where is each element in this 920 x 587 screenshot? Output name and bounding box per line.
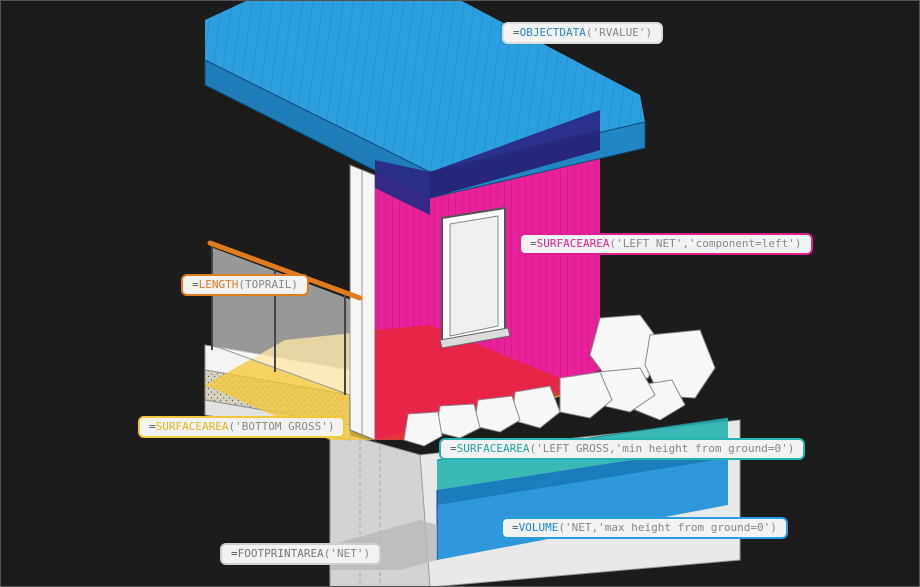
function-name: VOLUME [518,521,559,534]
function-args: ('LEFT GROSS,'min height from ground=0') [529,442,795,455]
callout-surfacearea-bottom-gross: =SURFACEAREA('BOTTOM GROSS') [138,416,346,438]
function-name: SURFACEAREA [536,237,610,250]
callout-surfacearea-left-net: =SURFACEAREA('LEFT NET','component=left'… [519,233,813,255]
function-args: ('NET') [323,547,371,560]
function-args: ('BOTTOM GROSS') [228,420,335,433]
function-name: LENGTH [198,278,239,291]
callout-volume-net: =VOLUME('NET,'max height from ground=0') [501,517,788,539]
function-name: FOOTPRINTAREA [237,547,324,560]
toprail [207,240,363,301]
function-name: SURFACEAREA [456,442,530,455]
function-args: (TOPRAIL) [238,278,298,291]
callout-length-toprail: =LENGTH(TOPRAIL) [181,274,309,296]
function-name: SURFACEAREA [155,420,229,433]
function-args: ('NET,'max height from ground=0') [558,521,777,534]
landscape-rocks [403,314,716,447]
function-args: ('LEFT NET','component=left') [609,237,802,250]
function-name: OBJECTDATA [519,26,586,39]
callout-objectdata-rvalue: =OBJECTDATA('RVALUE') [502,22,664,44]
side-wall-framing [349,164,376,441]
callout-surfacearea-left-gross: =SURFACEAREA('LEFT GROSS,'min height fro… [439,438,806,460]
callout-footprintarea-net: =FOOTPRINTAREA('NET') [220,543,382,565]
function-args: ('RVALUE') [585,26,653,39]
window [439,206,511,349]
